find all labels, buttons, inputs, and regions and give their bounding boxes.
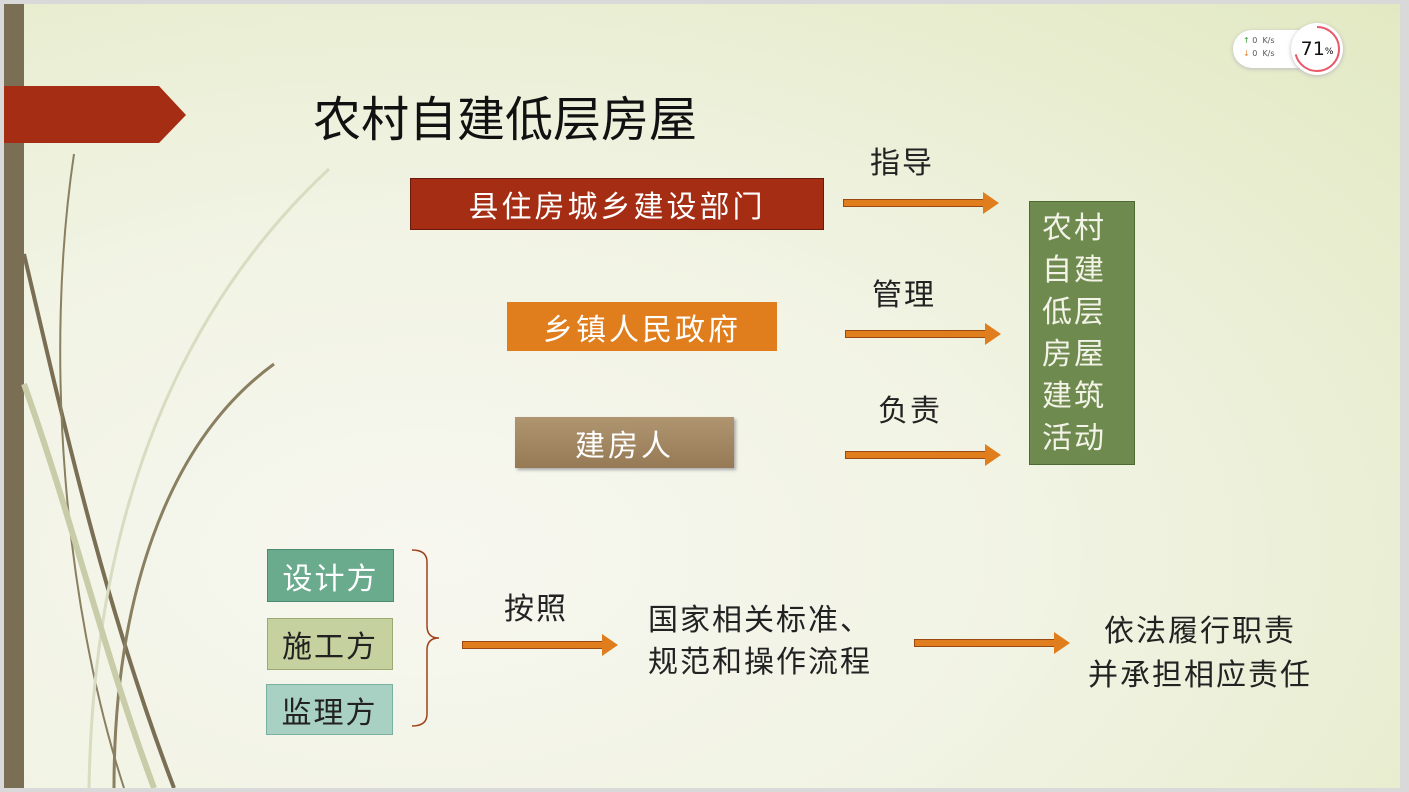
- target-line: 农村: [1042, 211, 1106, 246]
- org-home-builder: 建房人: [515, 417, 734, 468]
- target-line: 自建: [1042, 253, 1106, 288]
- arrow-right-icon: [914, 632, 1070, 654]
- arrow-right-icon: [462, 634, 618, 656]
- org-county-housing-dept: 县住房城乡建设部门: [410, 178, 824, 230]
- relation-responsible: 负责: [878, 394, 942, 429]
- party-constructor: 施工方: [267, 618, 393, 670]
- target-line: 活动: [1042, 421, 1106, 456]
- standards-line: 规范和操作流程: [648, 645, 872, 680]
- slide-title: 农村自建低层房屋: [313, 92, 698, 148]
- network-speed-widget[interactable]: ↑ 0 K/s ↓ 0 K/s 71%: [1233, 23, 1343, 75]
- standards-text: 国家相关标准、 规范和操作流程: [648, 600, 872, 684]
- right-brace-icon: [411, 549, 440, 727]
- download-speed: ↓ 0 K/s: [1243, 49, 1275, 58]
- grass-decoration: [4, 4, 331, 788]
- gauge-percent: 71: [1300, 38, 1325, 60]
- title-arrow-banner: [4, 86, 186, 143]
- gauge-ring: [1294, 26, 1340, 72]
- relation-manage: 管理: [872, 278, 936, 313]
- target-line: 建筑: [1042, 379, 1106, 414]
- slide: 农村自建低层房屋 县住房城乡建设部门 乡镇人民政府 建房人 指导 管理 负责 农…: [4, 4, 1400, 788]
- arrow-right-icon: [843, 192, 999, 214]
- memory-usage-gauge[interactable]: 71%: [1291, 23, 1343, 75]
- arrow-right-icon: [845, 444, 1001, 466]
- arrow-up-icon: ↑: [1243, 36, 1250, 45]
- result-line: 依法履行职责: [1104, 614, 1296, 649]
- according-label: 按照: [504, 592, 568, 627]
- result-text: 依法履行职责 并承担相应责任: [1070, 610, 1330, 698]
- target-activity-box: 农村 自建 低层 房屋 建筑 活动: [1029, 201, 1135, 465]
- arrow-down-icon: ↓: [1243, 49, 1250, 58]
- standards-line: 国家相关标准、: [648, 603, 872, 638]
- party-supervisor: 监理方: [266, 684, 393, 735]
- party-designer: 设计方: [267, 549, 394, 602]
- result-line: 并承担相应责任: [1088, 658, 1312, 693]
- relation-guide: 指导: [870, 146, 934, 181]
- org-township-government: 乡镇人民政府: [507, 302, 777, 351]
- gauge-percent-sign: %: [1324, 47, 1334, 57]
- target-line: 低层: [1042, 295, 1106, 330]
- upload-speed: ↑ 0 K/s: [1243, 36, 1275, 45]
- arrow-right-icon: [845, 323, 1001, 345]
- target-line: 房屋: [1042, 337, 1106, 372]
